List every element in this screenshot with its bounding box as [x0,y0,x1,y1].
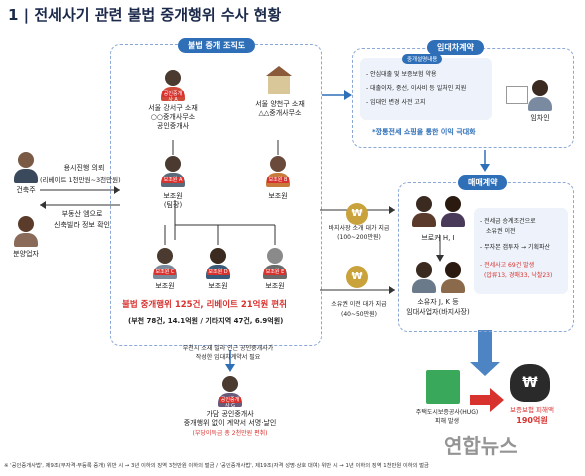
stat-main: 불법 중개행위 125건, 리베이트 21억원 편취 [122,300,287,310]
broker-b-line2: △△중개사무소 [258,109,302,117]
assistant-b-figure: 보조원 B [266,156,290,187]
lease-emphasis: *깡통전세 쇼핑을 통한 이익 극대화 [372,128,476,136]
broker-hi-figures [412,196,466,227]
assistant-e-label: 보조원 [265,282,285,290]
consult-label-2: (리베이트 1천만원~3천만원) [40,176,121,184]
owners-jk-line2: 임대사업자(바지사장) [406,308,470,316]
consult-label-1: 용시진행 의뢰 [63,164,105,172]
assistant-c-tag: 보조원 C [154,269,176,275]
bucheon-note-2: 작성한 임대차계약서 필요 [195,354,261,361]
won-coin-icon: ₩ [346,203,368,225]
assistant-c-label: 보조원 [155,282,175,290]
assistant-e-figure: 보조원 E [263,248,287,279]
lease-content-box [360,58,492,120]
assistant-d-tag: 보조원 D [207,269,229,275]
loss-line2: 190억원 [516,416,548,425]
broker-g-line1: 가담 공인중개사 [206,410,254,418]
lease-item-1: - 안심대출 및 보증보험 약용 [366,71,437,78]
broker-b-office-icon [266,66,292,96]
assistant-chief-line1: 보조원 [163,192,183,200]
sale-item-3b: (압류13, 경매33, 낙찰23) [484,272,553,279]
broker-b-line1: 서울 양천구 소재 [255,100,305,108]
pay-sale-2: (100~200만원) [337,234,381,241]
sale-detail-box [474,208,568,294]
pay-owner-1: 소유권 이전 대가 지급 [331,301,387,308]
loss-line1: 보증보험 피해액 [510,406,554,414]
pay-sale-1: 바지사장 소개 대가 지급 [328,225,390,232]
sale-header: 매매계약 [458,175,508,190]
assistant-d-label: 보조원 [208,282,228,290]
sale-item-1: - 전세금 승계조건으로 [480,218,536,225]
tenant-label: 임차인 [530,114,550,122]
villa-info-2: 신축빌라 정보 확인 [54,221,110,229]
assistant-chief-tag: 보조원 A [162,177,184,183]
footnote: ※ '공인중개사법', 제9조(무자격·무등록 중개) 위반 시 → 3년 이하… [4,463,429,469]
owners-jk-figures [412,262,466,293]
broker-g-line3: (부당이득금 총 2천만원 편취) [192,430,268,437]
villa-info-1: 부동산 엠으로 [61,210,103,218]
contract-doc-icon [506,86,528,104]
org-chart-header: 불법 중개 조직도 [178,38,256,53]
broker-g-figure: 공인중개사 G [218,376,242,409]
page-title: 1 | 전세사기 관련 불법 중개행위 수사 현황 [8,6,282,24]
tenant-figure [528,80,552,111]
sale-item-2: - 무자본 갭투자 → 기획파산 [480,244,551,251]
broker-g-tag: 공인중개사 G [219,397,241,409]
building-owner-figure [14,152,38,183]
hug-line2: 피해 발생 [435,418,459,425]
broker-a-line1: 서울 강서구 소재 [148,104,198,112]
stat-sub: (부천 78건, 14.1억원 / 기타지역 47건, 6.9억원) [128,317,284,325]
sale-item-1b: 소유권 이전 [486,228,516,235]
money-bag-icon: ₩ [510,364,550,402]
broker-a-figure: 공인중개사 A [161,70,185,103]
hug-building-icon [426,370,460,404]
agency-staff-figure [14,216,38,247]
agency-staff-label: 분양업자 [13,250,39,258]
sale-item-3: - 전세사고 69건 발생 [480,262,535,269]
lease-item-2: - 대출이자, 중선, 이사비 등 일처인 지원 [366,85,467,92]
won-coin-icon-2: ₩ [346,266,368,288]
assistant-e-tag: 보조원 E [264,269,286,275]
lease-header: 임대차계약 [427,40,484,55]
watermark: 연합뉴스 [444,434,518,458]
lease-item-3: - 임대인 변경 사전 고지 [366,99,426,106]
lease-content-label: 중개설명내용 [402,54,443,64]
assistant-b-tag: 보조원 B [267,177,289,183]
broker-hi-label: 브로커 H, I [421,234,455,242]
hug-line1: 주택도시보증공사(HUG) [415,409,479,416]
building-owner-label: 건축주 [16,186,36,194]
assistant-chief-line2: (팀장) [163,201,183,209]
broker-a-line2: ○○중개사무소 [150,113,196,121]
pay-owner-2: (40~50만원) [340,311,378,318]
broker-a-line3: 공인중개사 [156,122,190,130]
assistant-chief-figure: 보조원 A [161,156,185,187]
bucheon-note-1: 부천시 소재 빌라 인근 공인중개사가 [182,345,274,352]
assistant-b-label: 보조원 [268,192,288,200]
broker-a-tag: 공인중개사 A [162,91,184,103]
broker-g-line2: 중개행위 없이 계약서 서명·날인 [183,419,277,427]
assistant-c-figure: 보조원 C [153,248,177,279]
assistant-d-figure: 보조원 D [206,248,230,279]
owners-jk-line1: 소유자 J, K 등 [417,298,459,306]
